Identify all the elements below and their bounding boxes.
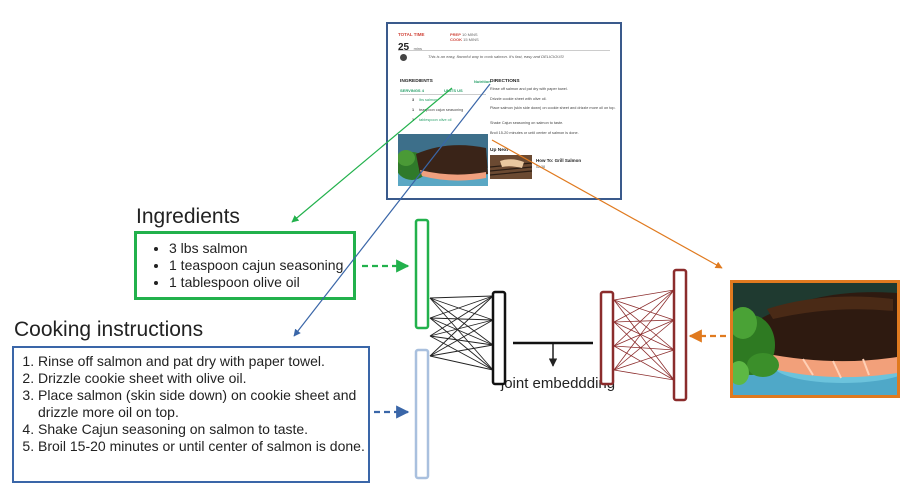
prep-label: PREP xyxy=(450,32,461,37)
image-encoder-edges xyxy=(613,289,675,381)
recipe-output-layer xyxy=(491,290,507,386)
prep-time: PREP 10 MINS xyxy=(450,32,478,37)
ingredient-name[interactable]: lbs salmon xyxy=(419,98,438,102)
list-item: 1 teaspoon cajun seasoning xyxy=(169,257,343,274)
salmon-photo-icon xyxy=(398,134,488,186)
list-item: Broil 15-20 minutes or until center of s… xyxy=(38,438,368,455)
nutrition-link[interactable]: Nutrition xyxy=(474,79,491,84)
instructions-title: Cooking instructions xyxy=(14,318,204,341)
instructions-pointer-arrow xyxy=(293,83,491,337)
up-next-heading: Up Next xyxy=(490,148,509,153)
ingredients-embedding-layer xyxy=(414,218,430,330)
direction-step: Shake Cajun seasoning on salmon to taste… xyxy=(490,121,564,125)
image-hidden-layer xyxy=(599,290,615,386)
total-time: TOTAL TIME 25 mins xyxy=(398,32,425,55)
divider xyxy=(400,94,486,95)
instructions-list: Rinse off salmon and pat dry with paper … xyxy=(22,353,368,455)
ingredients-heading: INGREDIENTS xyxy=(400,79,433,84)
list-item: 3 lbs salmon xyxy=(169,240,343,257)
list-item: Drizzle cookie sheet with olive oil. xyxy=(38,370,368,387)
avatar[interactable] xyxy=(400,54,407,61)
joint-embedding-label: joint embeddding xyxy=(500,375,616,392)
ingredient-qty: 3 xyxy=(412,98,415,102)
ingredient-qty: 1 xyxy=(412,108,415,112)
recipe-description: This is an easy, flavorful way to cook s… xyxy=(428,54,564,59)
cook-value: 15 MINS xyxy=(463,37,479,42)
cook-time: COOK 15 MINS xyxy=(450,37,479,42)
ingredients-pointer-arrow xyxy=(291,87,453,223)
food-photo xyxy=(730,280,900,398)
list-item: Rinse off salmon and pat dry with paper … xyxy=(38,353,368,370)
instructions-box: Rinse off salmon and pat dry with paper … xyxy=(12,346,370,483)
total-time-unit: mins xyxy=(413,46,423,51)
video-title[interactable]: How To: Grill Salmon xyxy=(536,158,582,163)
total-time-label: TOTAL TIME xyxy=(398,32,425,37)
salmon-thumbnail xyxy=(398,134,488,186)
cook-label: COOK xyxy=(450,37,462,42)
salmon-photo-icon xyxy=(733,283,897,395)
list-item: 1 tablespoon olive oil xyxy=(169,274,343,291)
recipe-page-screenshot: TOTAL TIME 25 mins PREP 10 MINS COOK 15 … xyxy=(386,22,622,200)
total-time-value: 25 xyxy=(398,42,410,53)
direction-step: Rinse off salmon and pat dry with paper … xyxy=(490,87,568,91)
direction-step: Broil 15-20 minutes or until center of s… xyxy=(490,131,579,135)
list-item: Shake Cajun seasoning on salmon to taste… xyxy=(38,421,368,438)
ingredients-title: Ingredients xyxy=(136,205,240,228)
list-item: 3 lbs salmon xyxy=(412,98,437,102)
direction-step: Drizzle cookie sheet with olive oil. xyxy=(490,97,547,101)
recipe-encoder-edges xyxy=(429,295,494,371)
divider xyxy=(398,50,610,51)
direction-step: Place salmon (skin side down) on cookie … xyxy=(490,106,616,110)
ingredient-name[interactable]: tablespoon olive oil xyxy=(419,118,452,122)
prep-value: 10 MINS xyxy=(462,32,478,37)
ingredients-box: 3 lbs salmon 1 teaspoon cajun seasoning … xyxy=(134,231,356,300)
list-item: 1 teaspoon cajun seasoning xyxy=(412,108,463,112)
ingredients-list: 3 lbs salmon 1 teaspoon cajun seasoning … xyxy=(151,240,343,291)
servings-selector[interactable]: SERVINGS 4 xyxy=(400,88,424,93)
units-selector[interactable]: UNITS US xyxy=(444,88,463,93)
ingredient-name: teaspoon cajun seasoning xyxy=(419,108,464,112)
instructions-embedding-layer xyxy=(414,348,430,480)
image-pointer-arrow xyxy=(491,139,723,269)
directions-heading: DIRECTIONS xyxy=(490,79,520,84)
image-input-layer xyxy=(672,268,688,402)
list-item: Place salmon (skin side down) on cookie … xyxy=(38,387,368,421)
